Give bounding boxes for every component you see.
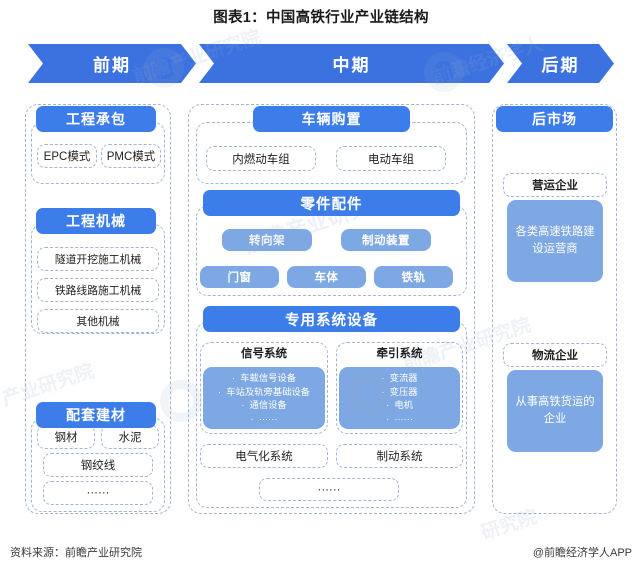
bullet-signal-1: 车站及轨旁基础设备	[207, 386, 321, 400]
item-bogie: 转向架	[222, 229, 312, 251]
bullet-signal-2: 通信设备	[207, 399, 321, 413]
item-electric-multiple-unit: 电动车组	[336, 146, 446, 171]
subsystem-signal-system	[200, 342, 328, 434]
item-pmc-mode: PMC模式	[101, 144, 161, 168]
phase-segment-early: 前期	[28, 44, 196, 83]
group-header-vehicle-procurement: 车辆购置	[253, 106, 410, 132]
item-steel-strand: 钢绞线	[43, 453, 153, 477]
item-epc-mode: EPC模式	[37, 144, 97, 168]
group-header-building-materials: 配套建材	[36, 402, 156, 428]
source-note: 资料来源：前瞻产业研究院	[10, 547, 142, 559]
subsystem-bullets-signal-system: 车载信号设备 车站及轨旁基础设备 通信设备 ······	[203, 367, 325, 429]
entry-detail-logistics-enterprises: 从事高铁货运的企业	[507, 370, 603, 452]
bullet-list-signal: 车载信号设备 车站及轨旁基础设备 通信设备 ······	[207, 372, 321, 426]
item-cement: 水泥	[101, 425, 159, 449]
column-upstream	[25, 104, 171, 514]
subsystem-label-signal-system: 信号系统	[241, 348, 287, 360]
item-track-machinery: 铁路线路施工机械	[37, 278, 159, 302]
group-header-special-system-equipment: 专用系统设备	[203, 306, 460, 332]
entry-label-logistics-enterprises: 物流企业	[503, 343, 607, 367]
item-other-machinery: 其他机械	[37, 309, 159, 333]
item-steel: 钢材	[37, 425, 95, 449]
phase-segment-mid: 中期	[199, 44, 504, 83]
attribution-note: @前瞻经济学人APP	[532, 547, 632, 559]
column-downstream	[492, 104, 617, 514]
entry-detail-operating-enterprises: 各类高速铁路建设运营商	[507, 200, 603, 282]
item-doors-windows: 门窗	[200, 266, 279, 288]
bullet-list-traction: 变流器 变压器 电机 ······	[343, 372, 456, 426]
item-braking-system: 制动系统	[336, 444, 463, 468]
phase-banner: 前期 中期 后期	[28, 44, 614, 83]
group-header-parts-components: 零件配件	[203, 190, 460, 216]
subsystem-traction-system	[336, 342, 463, 434]
item-mid-more: ······	[259, 478, 399, 501]
entry-label-operating-enterprises: 营运企业	[503, 173, 607, 197]
bullet-traction-1: 变压器	[343, 386, 456, 400]
group-header-engineering-contracting: 工程承包	[36, 106, 156, 132]
item-braking-device: 制动装置	[341, 229, 431, 251]
bullet-traction-0: 变流器	[343, 372, 456, 386]
bullet-signal-3: ······	[207, 413, 321, 427]
group-header-engineering-machinery: 工程机械	[36, 208, 156, 234]
bullet-traction-3: ······	[343, 413, 456, 427]
column-midstream	[188, 104, 475, 514]
page-title: 图表1：中国高铁行业产业链结构	[213, 10, 429, 26]
group-header-aftermarket: 后市场	[496, 106, 613, 132]
subsystem-label-traction-system: 牵引系统	[376, 348, 423, 360]
item-rail-track: 铁轨	[374, 266, 453, 288]
bullet-traction-2: 电机	[343, 399, 456, 413]
item-electrification-system: 电气化系统	[200, 444, 328, 468]
phase-segment-late: 后期	[507, 44, 614, 83]
item-car-body: 车体	[287, 266, 366, 288]
subsystem-bullets-traction-system: 变流器 变压器 电机 ······	[339, 367, 460, 429]
item-diesel-multiple-unit: 内燃动车组	[206, 146, 316, 171]
item-tunnel-machinery: 隧道开挖施工机械	[37, 247, 159, 271]
item-left-more: ······	[43, 481, 153, 505]
bullet-signal-0: 车载信号设备	[207, 372, 321, 386]
